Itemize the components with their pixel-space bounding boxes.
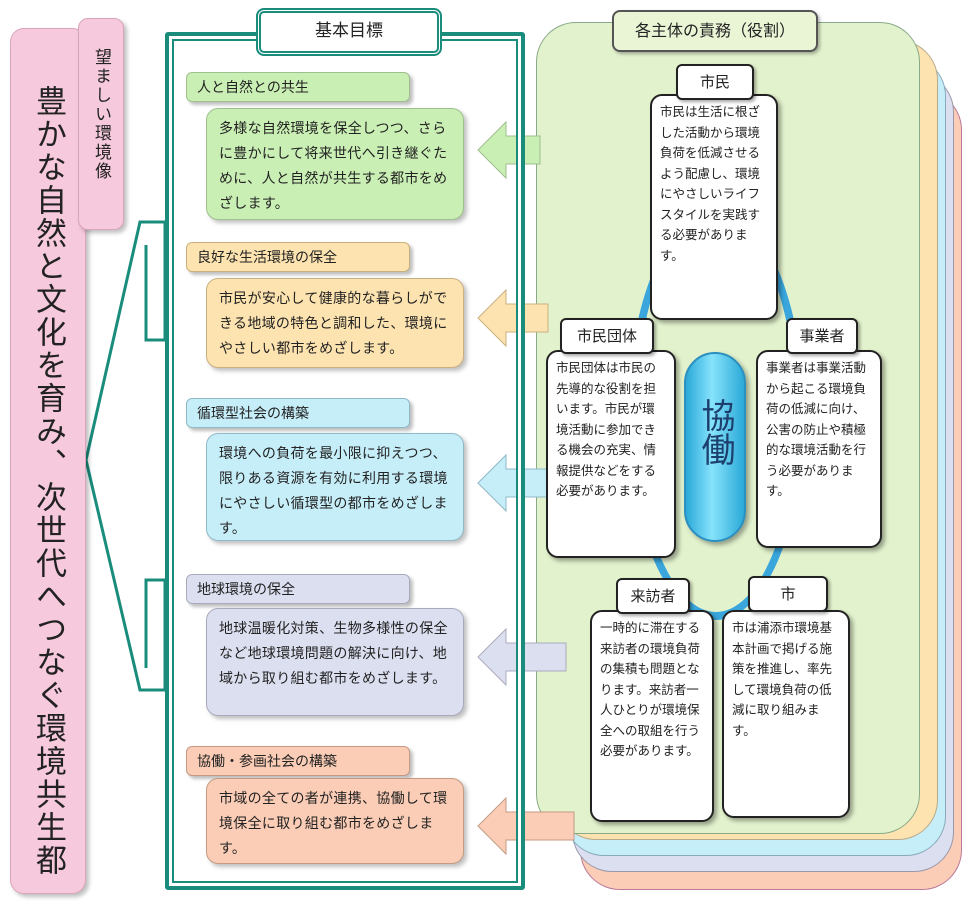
vision-statement: 豊かな自然と文化を育み、次世代へつなぐ環境共生都市・浦添 <box>30 85 66 877</box>
roles-heading: 各主体の責務（役割） <box>612 10 818 52</box>
arrow-goal-2 <box>477 288 549 348</box>
bracket-upper <box>84 220 167 461</box>
goal-title-3: 循環型社会の構築 <box>186 398 410 428</box>
collab-badge <box>684 352 746 542</box>
vision-label: 望ましい環境像 <box>91 48 111 181</box>
actor-city-name: 市 <box>748 576 828 612</box>
goal-body-5: 市域の全ての者が連携、協働して環境保全に取り組む都市をめざします。 <box>206 778 464 864</box>
vision-label-box <box>78 18 124 230</box>
actor-citizen-name: 市民 <box>676 64 754 100</box>
actor-visitor-body: 一時的に滞在する来訪者の環境負荷の集積も問題となります。来訪者一人ひとりが環境保… <box>590 610 714 822</box>
arrow-goal-5 <box>477 796 575 856</box>
goal-body-2: 市民が安心して健康的な暮らしができる地域の特色と調和した、環境にやさしい都市をめ… <box>206 278 464 368</box>
collab-label: 協働 <box>695 398 735 466</box>
goal-body-1: 多様な自然環境を保全しつつ、さらに豊かにして将来世代へ引き継ぐために、人と自然が… <box>206 108 464 220</box>
actor-business-body: 事業者は事業活動から起こる環境負荷の低減に向け、公害の防止や積極的な環境活動を行… <box>756 350 882 548</box>
bracket-lower <box>84 459 167 692</box>
goal-title-4: 地球環境の保全 <box>186 574 410 604</box>
actor-business-name: 事業者 <box>786 318 858 354</box>
vision-box <box>10 28 86 894</box>
goal-title-5: 協働・参画社会の構築 <box>186 746 410 776</box>
goal-title-2: 良好な生活環境の保全 <box>186 242 410 272</box>
actor-city-body: 市は浦添市環境基本計画で掲げる施策を推進し、率先して環境負荷の低減に取り組みます… <box>722 610 850 818</box>
actor-group-name: 市民団体 <box>560 318 654 354</box>
actor-citizen-body: 市民は生活に根ざした活動から環境負荷を低減させるよう配慮し、環境にやさしいライフ… <box>650 94 778 320</box>
goal-body-4: 地球温暖化対策、生物多様性の保全など地球環境問題の解決に向け、地域から取り組む都… <box>206 608 464 716</box>
actor-group-body: 市民団体は市民の先導的な役割を担います。市民が環境活動に参加できる機会の充実、情… <box>546 350 676 558</box>
goal-body-3: 環境への負荷を最小限に抑えつつ、限りある資源を有効に利用する環境にやさしい循環型… <box>206 433 464 541</box>
goal-title-1: 人と自然との共生 <box>186 72 410 102</box>
goals-heading: 基本目標 <box>256 8 442 56</box>
actor-visitor-name: 来訪者 <box>616 578 690 614</box>
